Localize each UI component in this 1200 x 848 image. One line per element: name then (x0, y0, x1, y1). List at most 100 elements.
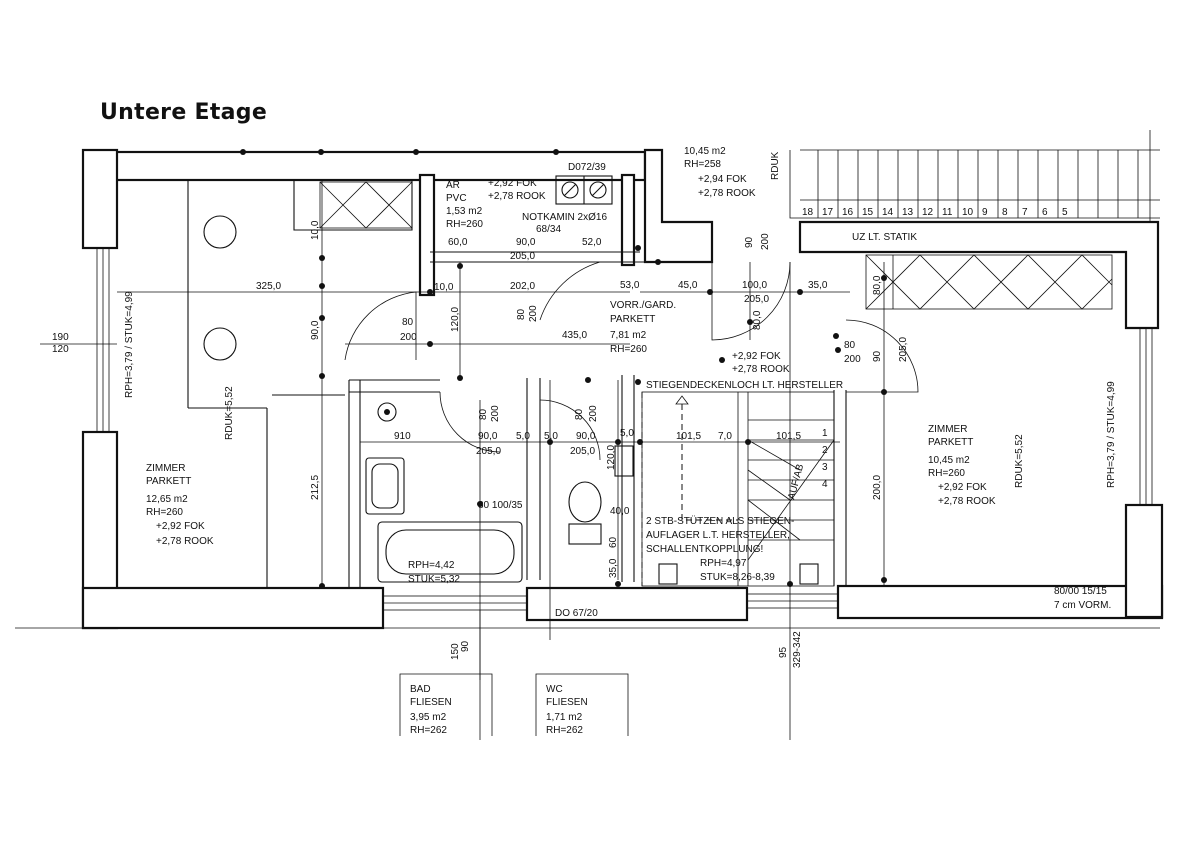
room-area: 3,95 m2 (410, 712, 447, 723)
dim-label: 10,0 (310, 220, 321, 240)
room-floor: PARKETT (146, 476, 191, 487)
dim-label: 80 (574, 408, 585, 420)
dim-label: 205,0 (744, 294, 769, 305)
dimension-texts: 325,0 202,0 435,0 45,0 100,0 205,0 35,0 … (52, 220, 909, 668)
dim-label: 90 (460, 640, 471, 652)
toilet (568, 481, 602, 523)
plan-notes: D072/39 NOTKAMIN 2xØ16 68/34 STIEGENDECK… (124, 151, 1117, 619)
stair-step-number: 13 (902, 207, 914, 218)
stair-step-number: 17 (822, 207, 834, 218)
note-rph-right: RPH=3,79 / STUK=4,99 (1106, 381, 1117, 488)
room-zimmer-left: ZIMMER PARKETT 12,65 m2 RH=260 +2,92 FOK… (146, 463, 214, 547)
note-stuk: STUK=5,32 (408, 574, 460, 585)
dim-label: 5,0 (620, 428, 634, 439)
note-stiegen: STIEGENDECKENLOCH LT. HERSTELLER (646, 380, 843, 391)
dim-label: 200 (400, 332, 417, 343)
stair-step-number: 4 (822, 479, 828, 490)
wall-left-top (81, 148, 119, 250)
room-name: BAD (410, 684, 431, 695)
note-rph: RPH=4,97 (700, 558, 747, 569)
room-area: 1,53 m2 (446, 206, 483, 217)
room-area: 7,81 m2 (610, 330, 647, 341)
stair-step-number: 12 (922, 207, 934, 218)
dim-label: 80 (478, 408, 489, 420)
dim-label: 212,5 (310, 475, 321, 500)
stair-step-number: 8 (1002, 207, 1008, 218)
dim-label: 202,0 (510, 281, 535, 292)
note-rduk-top: RDUK (770, 151, 781, 180)
note-stuetzen: AUFLAGER L.T. HERSTELLER, (646, 530, 790, 541)
exterior-walls (81, 148, 1164, 630)
bath-fixtures (365, 445, 819, 585)
note-stair-up: AUF/AB (786, 463, 806, 501)
room-height: RH=260 (146, 507, 183, 518)
wall-top (91, 150, 647, 182)
dim-label: 205,0 (898, 337, 909, 362)
wall-ar-right (620, 173, 636, 267)
dimension-lines (15, 130, 1160, 740)
room-floor: FLIESEN (546, 697, 588, 708)
room-wc: WC FLIESEN 1,71 m2 RH=262 (535, 673, 629, 736)
room-name: AR (446, 180, 460, 191)
room-name: ZIMMER (928, 424, 967, 435)
dim-label: 45,0 (678, 280, 698, 291)
room-top: 10,45 m2 RH=258 +2,94 FOK +2,78 ROOK (684, 146, 756, 199)
note-notkamin: NOTKAMIN 2xØ16 (522, 212, 607, 223)
dim-label: 205,0 (510, 251, 535, 262)
note-rduk-left: RDUK=5,52 (224, 386, 235, 440)
dim-label: 200 (760, 233, 771, 250)
room-floor: PARKETT (610, 314, 655, 325)
dim-label: 35,0 (808, 280, 828, 291)
dim-label: 200 (490, 405, 501, 422)
room-zimmer-right: ZIMMER PARKETT 10,45 m2 RH=260 +2,92 FOK… (928, 424, 996, 507)
dim-label: 120,0 (450, 307, 461, 332)
note-stuetzen: 2 STB-STÜTZEN ALS STIEGEN- (646, 515, 794, 527)
dimension-dots (240, 149, 887, 589)
dim-label: 60,0 (448, 237, 468, 248)
room-height: RH=260 (446, 219, 483, 230)
upper-stair (789, 149, 1160, 219)
dim-label: 95 (778, 646, 789, 658)
dim-label: 435,0 (562, 330, 587, 341)
note-window: 80/00 15/15 (1054, 586, 1107, 597)
note-d072: D072/39 (568, 162, 606, 173)
note-vorm: 7 cm VORM. (1054, 600, 1111, 611)
room-bad: BAD FLIESEN 3,95 m2 RH=262 (399, 673, 493, 736)
stair-step-number: 9 (982, 207, 988, 218)
dim-label: 5,0 (544, 431, 558, 442)
dim-label: 40,0 (610, 506, 630, 517)
wall-right-top (798, 220, 1160, 330)
bathtub (377, 521, 523, 583)
stair-step-number: 6 (1042, 207, 1048, 218)
note-window-100: 80 100/35 (478, 500, 523, 511)
dim-label: 90,0 (310, 320, 321, 340)
room-floor: FLIESEN (410, 697, 452, 708)
dim-label: 120 (52, 344, 69, 355)
room-rook: +2,78 ROOK (488, 191, 546, 202)
stair-step-number: 3 (822, 462, 828, 473)
page-title: Untere Etage (100, 100, 268, 125)
door-swings (344, 261, 919, 461)
dim-label: 205,0 (570, 446, 595, 457)
dim-label: 90 (744, 236, 755, 248)
note-rph: RPH=4,42 (408, 560, 455, 571)
note-stuetzen: SCHALLENTKOPPLUNG! (646, 544, 763, 555)
note-fok: +2,92 FOK (732, 351, 781, 362)
dim-label: 120,0 (606, 445, 617, 470)
stair-step-number: 14 (882, 207, 894, 218)
dim-label: 7,0 (718, 431, 732, 442)
dim-label: 10,0 (434, 282, 454, 293)
dim-label: 101,5 (676, 431, 701, 442)
dim-label: 80 (844, 340, 856, 351)
staircase (641, 391, 835, 587)
stair-step-number: 18 (802, 207, 814, 218)
dim-label: 190 (52, 332, 69, 343)
stair-step-number: 16 (842, 207, 854, 218)
room-fok: +2,92 FOK (938, 482, 987, 493)
note-rph-left: RPH=3,79 / STUK=4,99 (124, 291, 135, 398)
dim-label: 205,0 (476, 446, 501, 457)
room-fok: +2,92 FOK (488, 178, 537, 189)
dim-label: 80,0 (752, 310, 763, 330)
dim-label: 200 (528, 305, 539, 322)
